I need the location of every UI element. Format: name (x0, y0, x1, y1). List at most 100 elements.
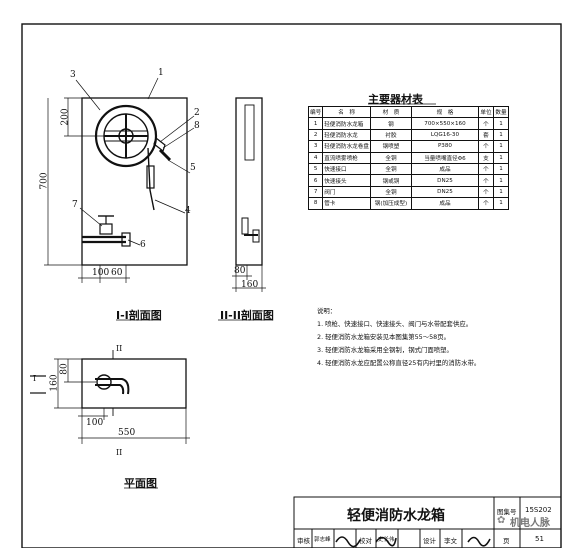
notes-block: 说明： 1. 喷枪、快速接口、快速接头、阀门与水带配套供应。 2. 轻便消防水龙… (317, 305, 480, 370)
table-cell: 支 (477, 151, 494, 164)
table-cell: 全铜 (369, 185, 412, 199)
notes-title: 说明： (317, 307, 337, 315)
table-cell: 个 (477, 185, 494, 199)
table-cell: DN25 (410, 174, 479, 187)
note-item: 3. 轻便消防水龙箱采用全钢制，钢式门面喷塑。 (317, 346, 453, 354)
watermark: ✿ 机电人脉 (497, 514, 563, 529)
sheet-title: 轻便消防水龙箱 (347, 508, 445, 524)
table-cell: 成品 (410, 197, 479, 210)
table-cell: 2 (307, 128, 324, 142)
spray-gun (146, 165, 155, 189)
cabinet-plan-outline (81, 358, 187, 409)
table-cell: 1 (492, 162, 509, 176)
header-cell: 编号 (307, 105, 324, 119)
table-cell: 钢(加压成型) (369, 197, 412, 210)
table-cell: 阀门 (322, 185, 371, 199)
table-cell: 个 (477, 174, 494, 187)
signature-marks (335, 536, 397, 548)
table-cell: 5 (307, 162, 324, 176)
header-cell: 数量 (492, 105, 509, 119)
atlas-label: 图集号 (497, 508, 517, 516)
table-cell: 全铜 (369, 162, 412, 176)
table-header-row: 编号 名 称 材 质 规 格 单位 数量 (307, 105, 509, 119)
table-cell: 8 (307, 197, 324, 210)
table-cell: 7 (307, 185, 324, 199)
dim-100-plan: 100 (86, 418, 104, 428)
section-1-drawing (44, 77, 195, 283)
page-number: 51 (535, 535, 544, 543)
table-cell: 轻便消防水龙箱 (322, 117, 371, 130)
callout-1: 1 (158, 68, 164, 78)
table-cell: 钢 (369, 117, 412, 130)
table-cell: 快速接口 (322, 162, 371, 176)
table-cell: 全铜 (369, 151, 412, 164)
section-mark-ii-top: II (116, 344, 123, 353)
reviewer-name: 郭志峰 (314, 537, 331, 543)
plan-drawing (30, 350, 190, 444)
table-cell: 个 (477, 140, 494, 153)
callout-3: 3 (70, 70, 76, 80)
dim-100: 100 (92, 268, 110, 278)
dim-80-side: 80 (234, 266, 246, 276)
title-block-lines (293, 496, 562, 548)
sheet-border (21, 23, 562, 548)
table-cell: 个 (477, 197, 494, 210)
table-cell: P380 (410, 140, 479, 153)
table-cell: 700×550×160 (410, 117, 479, 130)
callout-6: 6 (140, 240, 146, 250)
dim-550: 550 (118, 428, 136, 438)
table-cell: 1 (492, 197, 509, 210)
table-cell: 1 (492, 185, 509, 199)
section-mark-i: I (33, 374, 37, 383)
callout-4: 4 (185, 206, 191, 216)
note-item: 4. 轻便消防水龙应配置公称直径25有内衬里的消防水带。 (317, 359, 481, 367)
note-item: 2. 轻便消防水龙箱安装见本图集第55～58页。 (317, 333, 451, 341)
cabinet-side-outline (235, 97, 263, 266)
section-1-caption: I-I剖面图 (116, 309, 162, 322)
cabinet-outline (81, 97, 188, 266)
table-cell: 直流喷雾喷枪 (322, 151, 371, 164)
dim-700: 700 (39, 172, 50, 190)
table-cell: DN25 (410, 185, 479, 199)
table-cell: 1 (307, 117, 324, 130)
table-cell: 管卡 (322, 197, 371, 210)
table-cell: 4 (307, 151, 324, 164)
atlas-number: 15S202 (525, 506, 552, 514)
table-cell: 3 (307, 140, 324, 153)
dim-60: 60 (111, 268, 123, 278)
callout-2: 2 (194, 108, 200, 118)
table-cell: 衬胶 (369, 128, 412, 142)
table-cell: 轻便消防水龙卷盘 (322, 140, 371, 153)
table-cell: 个 (477, 117, 494, 130)
table-cell: 轻便消防水龙 (322, 128, 371, 142)
design-label: 设计 (423, 537, 436, 545)
page-label: 页 (503, 537, 510, 545)
table-cell: 钢或铜 (369, 174, 412, 187)
table-cell: 6 (307, 174, 324, 187)
dim-200: 200 (60, 108, 71, 126)
callout-5: 5 (190, 163, 196, 173)
header-cell: 单位 (477, 105, 494, 119)
watermark-text: 机电人脉 (510, 518, 550, 529)
table-cell: 钢喷塑 (369, 140, 412, 153)
signature-mark-designer (467, 536, 491, 547)
header-cell: 名 称 (322, 105, 371, 119)
note-item: 1. 喷枪、快速接口、快速接头、阀门与水带配套供应。 (317, 320, 473, 328)
table-cell: 1 (492, 128, 509, 142)
table-cell: 套 (477, 128, 494, 142)
header-cell: 材 质 (369, 105, 412, 119)
table-cell: 成品 (410, 162, 479, 176)
table-cell: LQG16-30 (410, 128, 479, 142)
table-cell: 1 (492, 117, 509, 130)
header-cell: 规 格 (410, 105, 479, 119)
review-label: 审核 (297, 537, 310, 545)
dim-160-side: 160 (241, 280, 259, 290)
table-cell: 1 (492, 174, 509, 187)
watermark-icon: ✿ (497, 515, 506, 526)
